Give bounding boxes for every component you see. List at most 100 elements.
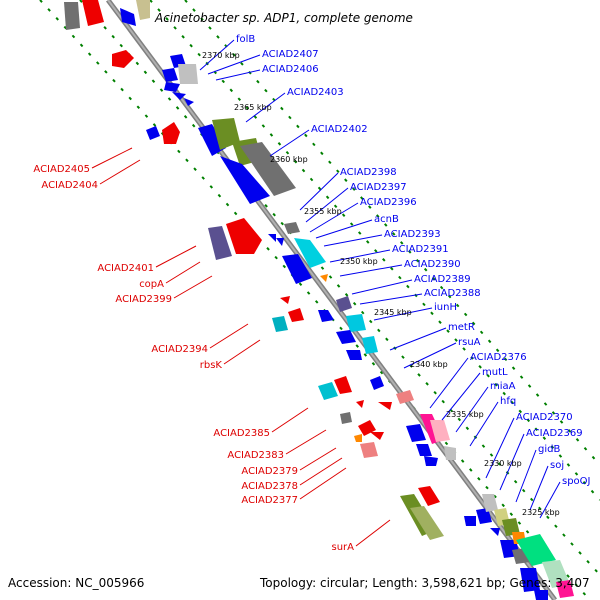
- gene-block: [272, 316, 288, 332]
- gene-label[interactable]: ACIAD2397: [350, 182, 407, 193]
- gene-label[interactable]: soj: [550, 460, 564, 471]
- grid-lines: [39, 0, 600, 600]
- gene-label[interactable]: ACIAD2369: [526, 428, 583, 439]
- gene-block: [406, 424, 426, 442]
- gene-block: [318, 310, 334, 322]
- gene-block: [198, 124, 226, 156]
- gene-labels-forward: folB ACIAD2407ACIAD2406ACIAD2403ACIAD2402…: [236, 34, 591, 487]
- gene-label[interactable]: iunH: [434, 302, 457, 313]
- gene-block: [556, 580, 574, 598]
- gene-label[interactable]: ACIAD2396: [360, 197, 417, 208]
- gene-label[interactable]: ACIAD2403: [287, 87, 344, 98]
- gene-label[interactable]: spoOJ: [562, 476, 591, 487]
- gene-label[interactable]: ACIAD2379: [241, 466, 298, 477]
- gene-block: [146, 126, 160, 140]
- leader-line: [245, 92, 286, 123]
- gene-label[interactable]: rbsK: [200, 360, 223, 371]
- gene-block: [162, 68, 178, 82]
- gene-block: [336, 330, 356, 344]
- gene-block: [346, 350, 362, 360]
- gene-block: [276, 238, 284, 246]
- leader-line: [539, 481, 561, 519]
- gene-block: [280, 296, 290, 304]
- gene-block: [112, 50, 134, 68]
- gene-block: [370, 376, 384, 390]
- gene-block: [362, 336, 378, 354]
- gene-block: [282, 254, 312, 284]
- genome-title: Acinetobacter sp. ADP1, complete genome: [154, 11, 413, 25]
- leader-line: [165, 261, 201, 284]
- gene-label[interactable]: ACIAD2394: [151, 344, 208, 355]
- gene-block: [378, 402, 392, 410]
- gene-label[interactable]: metR: [448, 322, 475, 333]
- gene-label[interactable]: ACIAD2376: [470, 352, 527, 363]
- gene-label[interactable]: ACIAD2370: [516, 412, 573, 423]
- gene-label[interactable]: ACIAD2391: [392, 244, 449, 255]
- gene-label[interactable]: ACIAD2404: [41, 180, 98, 191]
- gene-label[interactable]: ACIAD2398: [340, 167, 397, 178]
- gene-label[interactable]: ACIAD2401: [97, 263, 154, 274]
- gene-label[interactable]: folB: [236, 34, 255, 45]
- leader-line: [91, 147, 133, 169]
- gene-block: [120, 8, 136, 26]
- gene-label[interactable]: ACIAD2399: [115, 294, 172, 305]
- gene-block: [268, 234, 276, 242]
- gene-label[interactable]: ACIAD2389: [414, 274, 471, 285]
- gene-label[interactable]: acnB: [374, 214, 399, 225]
- gene-label[interactable]: ACIAD2405: [33, 164, 90, 175]
- gene-block: [418, 486, 440, 506]
- gene-block: [172, 92, 186, 100]
- gene-label[interactable]: rsuA: [458, 337, 481, 348]
- gene-block: [482, 494, 498, 512]
- gene-label[interactable]: ACIAD2407: [262, 49, 319, 60]
- tick-label: 2360 kbp: [270, 155, 308, 164]
- gene-block: [464, 516, 476, 526]
- gene-label[interactable]: ACIAD2378: [241, 481, 298, 492]
- leader-line: [299, 467, 347, 500]
- gene-block: [444, 446, 456, 460]
- gene-blocks: [64, 0, 574, 600]
- gene-label[interactable]: hfq: [500, 396, 516, 407]
- gene-block: [360, 442, 378, 458]
- gene-label[interactable]: copA: [139, 279, 164, 290]
- leader-line: [209, 323, 249, 349]
- tick-label: 2350 kbp: [340, 257, 378, 266]
- gene-label[interactable]: gidB: [538, 444, 560, 455]
- gene-label[interactable]: ACIAD2377: [241, 495, 298, 506]
- gene-block: [318, 382, 338, 400]
- gene-block: [226, 218, 262, 254]
- gene-block: [284, 222, 300, 234]
- gene-block: [416, 444, 432, 456]
- gene-label[interactable]: ACIAD2388: [424, 288, 481, 299]
- gene-label[interactable]: mutL: [482, 367, 508, 378]
- gene-block: [354, 434, 362, 442]
- tick-label: 2355 kbp: [304, 207, 342, 216]
- gene-label[interactable]: ACIAD2385: [213, 428, 270, 439]
- leader-line: [99, 159, 141, 185]
- gene-block: [502, 518, 520, 536]
- gene-block: [320, 274, 328, 282]
- gene-block: [220, 156, 270, 204]
- gene-block: [356, 400, 364, 408]
- leader-line: [329, 249, 391, 263]
- gene-block: [396, 390, 414, 404]
- leader-line: [155, 245, 197, 268]
- tick-label: 2370 kbp: [202, 51, 240, 60]
- accession-text: Accession: NC_005966: [8, 576, 144, 590]
- gene-block: [162, 122, 180, 144]
- gene-label[interactable]: ACIAD2406: [262, 64, 319, 75]
- gene-block: [476, 508, 492, 524]
- gene-block: [370, 432, 384, 440]
- leader-line: [529, 465, 549, 511]
- tick-label: 2325 kbp: [522, 508, 560, 517]
- gene-label[interactable]: ACIAD2390: [404, 259, 461, 270]
- gene-label[interactable]: ACIAD2393: [384, 229, 441, 240]
- gene-block: [184, 98, 194, 106]
- gene-label[interactable]: surA: [332, 542, 355, 553]
- gene-label[interactable]: ACIAD2383: [227, 450, 284, 461]
- gene-label[interactable]: miaA: [490, 381, 516, 392]
- gene-block: [82, 0, 104, 26]
- gene-label[interactable]: ACIAD2402: [311, 124, 368, 135]
- gene-block: [520, 568, 540, 592]
